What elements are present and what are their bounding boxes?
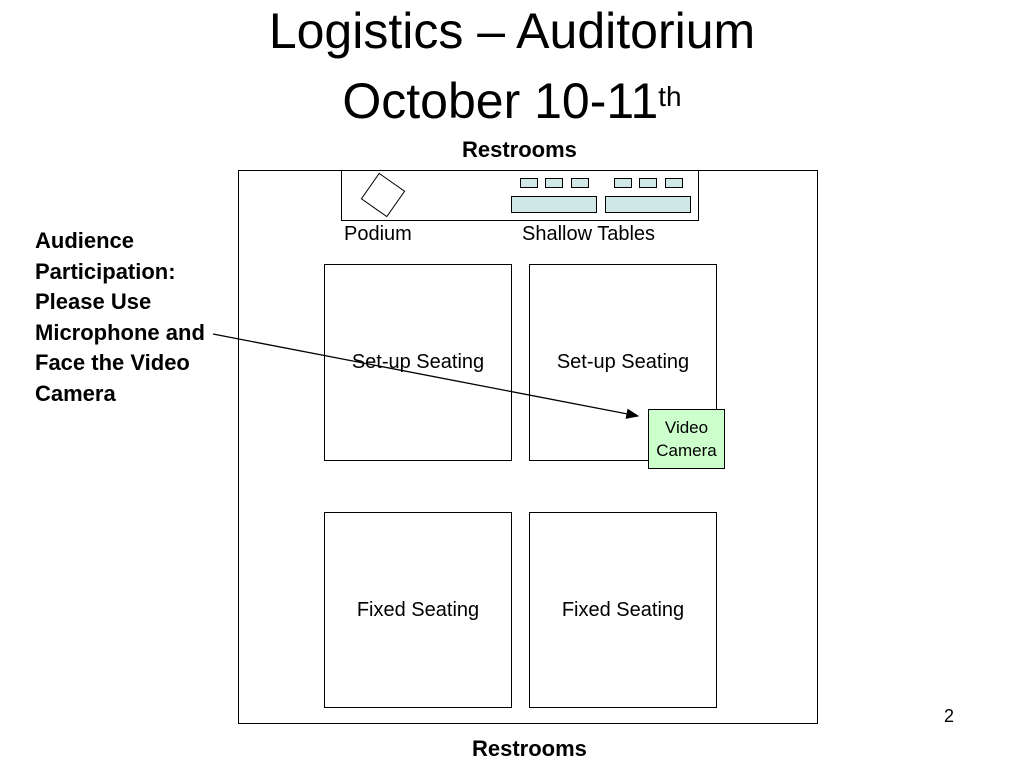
setup-seating-left-label: Set-up Seating [351,351,485,373]
small-table [665,178,683,188]
shallow-tables-label: Shallow Tables [522,223,656,245]
fixed-seating-left: Fixed Seating [324,512,512,708]
setup-seating-right-label: Set-up Seating [556,351,690,373]
small-table [520,178,538,188]
slide-title-line2: October 10-11th [0,72,1024,130]
small-table [545,178,563,188]
camera-label-line2: Camera [656,441,717,460]
small-table [571,178,589,188]
small-table [614,178,632,188]
camera-label-line1: Video [664,418,709,437]
page-number: 2 [944,706,955,726]
title-date: October 10-11 [342,73,659,129]
small-table [639,178,657,188]
fixed-seating-right-label: Fixed Seating [561,598,685,621]
title-date-suffix: th [658,81,682,112]
shallow-table [511,196,597,213]
fixed-seating-left-label: Fixed Seating [356,598,480,621]
audience-participation-note: Audience Participation: Please Use Micro… [35,228,205,406]
restrooms-bottom-label: Restrooms [472,736,587,761]
restrooms-top-label: Restrooms [462,137,577,162]
slide-title-line1: Logistics – Auditorium [268,3,756,59]
podium-label: Podium [344,223,412,245]
shallow-table [605,196,691,213]
setup-seating-left: Set-up Seating [324,264,512,461]
fixed-seating-right: Fixed Seating [529,512,717,708]
